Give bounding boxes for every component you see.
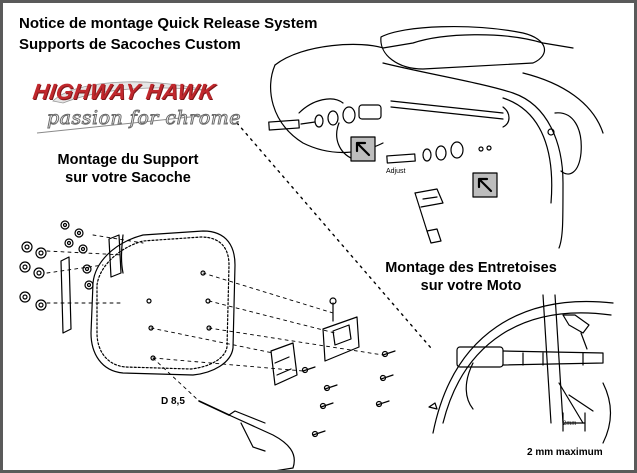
gap-dimension-label: 2mm bbox=[563, 421, 577, 427]
gap-max-note: 2 mm maximum bbox=[527, 447, 603, 458]
brand-name: HIGHWAY HAWK bbox=[31, 79, 218, 104]
alignment-lines bbox=[46, 234, 384, 402]
hawk-wing-icon bbox=[36, 81, 210, 134]
drill-size-label: D 8,5 bbox=[161, 396, 185, 407]
spacer-gap-detail-illustration bbox=[428, 294, 614, 444]
line-art-illustrations bbox=[19, 26, 614, 470]
highway-hawk-logo: HIGHWAY HAWK passion for chrome bbox=[31, 75, 241, 139]
adjust-label: Adjust bbox=[386, 168, 406, 175]
title-line-2: Supports de Sacoches Custom bbox=[19, 36, 241, 53]
support-mounting-heading: Montage du Support sur votre Sacoche bbox=[43, 151, 213, 187]
brand-tagline: passion for chrome bbox=[46, 107, 242, 130]
support-heading-line-1: Montage du Support bbox=[57, 152, 199, 168]
title-line-1: Notice de montage Quick Release System bbox=[19, 15, 318, 32]
detail-marker-boxes bbox=[350, 136, 498, 198]
spacers-heading-line-2: sur votre Moto bbox=[420, 278, 522, 294]
spacers-heading-line-1: Montage des Entretoises bbox=[385, 260, 557, 276]
spacers-mounting-heading: Montage des Entretoises sur votre Moto bbox=[361, 259, 581, 295]
saddlebag-exploded-illustration bbox=[19, 220, 396, 470]
support-heading-line-2: sur votre Sacoche bbox=[65, 170, 191, 186]
dotted-divider bbox=[236, 122, 432, 349]
motorcycle-fender-illustration bbox=[268, 26, 604, 249]
